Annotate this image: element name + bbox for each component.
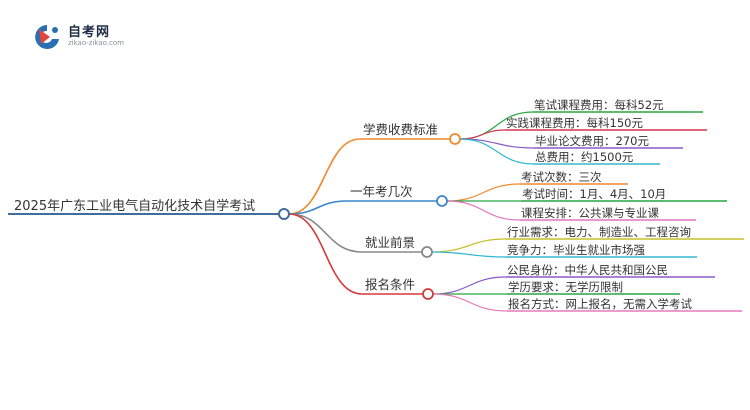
branch-node-2[interactable] [421,246,433,258]
leaf-link-2-1 [431,251,507,258]
logo-url: zikao-zikao.com [68,39,124,47]
leaf-link-3-0 [432,276,507,295]
connector-lines [288,111,744,312]
logo-mark-icon [35,25,59,49]
branch-label-3[interactable]: 报名条件 [365,277,415,292]
branch-label-0[interactable]: 学费收费标准 [363,122,438,137]
leaf-link-0-3 [459,138,535,165]
leaf-label-2-1[interactable]: 竞争力：毕业生就业市场强 [507,243,645,257]
leaf-label-0-3[interactable]: 总费用：约1500元 [535,150,634,164]
branch-node-1[interactable] [436,195,448,207]
leaf-label-1-1[interactable]: 考试时间：1月、4月、10月 [522,187,666,201]
branch-link-1 [288,200,348,215]
branch-link-3 [288,213,363,295]
logo-title: 自考网 [68,25,111,40]
leaf-label-0-0[interactable]: 笔试课程费用：每科52元 [534,98,664,112]
leaf-label-3-1[interactable]: 学历要求：无学历限制 [508,280,623,294]
leaf-link-1-2 [446,200,521,221]
leaf-label-1-0[interactable]: 考试次数：三次 [521,170,602,184]
leaf-label-0-1[interactable]: 实践课程费用：每科150元 [506,116,643,130]
leaf-label-0-2[interactable]: 毕业论文费用：270元 [535,134,649,148]
leaf-label-3-0[interactable]: 公民身份：中华人民共和国公民 [507,263,668,277]
leaf-link-2-0 [431,238,507,253]
leaf-label-2-0[interactable]: 行业需求：电力、制造业、工程咨询 [507,225,691,239]
nodes: 2025年广东工业电气自动化技术自学考试 学费收费标准 笔试课程费用：每科52元实践… [8,98,692,311]
branch-link-2 [288,213,363,253]
leaf-link-0-1 [459,129,506,140]
branch-node-0[interactable] [449,133,461,145]
root-label[interactable]: 2025年广东工业电气自动化技术自学考试 [14,198,255,214]
leaf-label-3-2[interactable]: 报名方式：网上报名，无需入学考试 [508,297,692,311]
leaf-link-3-2 [432,293,508,312]
branch-label-1[interactable]: 一年考几次 [350,184,413,199]
branch-node-3[interactable] [422,288,434,300]
leaf-label-1-2[interactable]: 课程安排：公共课与专业课 [521,206,659,220]
branch-label-2[interactable]: 就业前景 [365,235,415,250]
root-node[interactable] [278,208,290,220]
leaf-link-1-0 [446,183,521,202]
logo[interactable]: 自考网 zikao-zikao.com [30,20,140,54]
branch-link-0 [288,138,361,215]
